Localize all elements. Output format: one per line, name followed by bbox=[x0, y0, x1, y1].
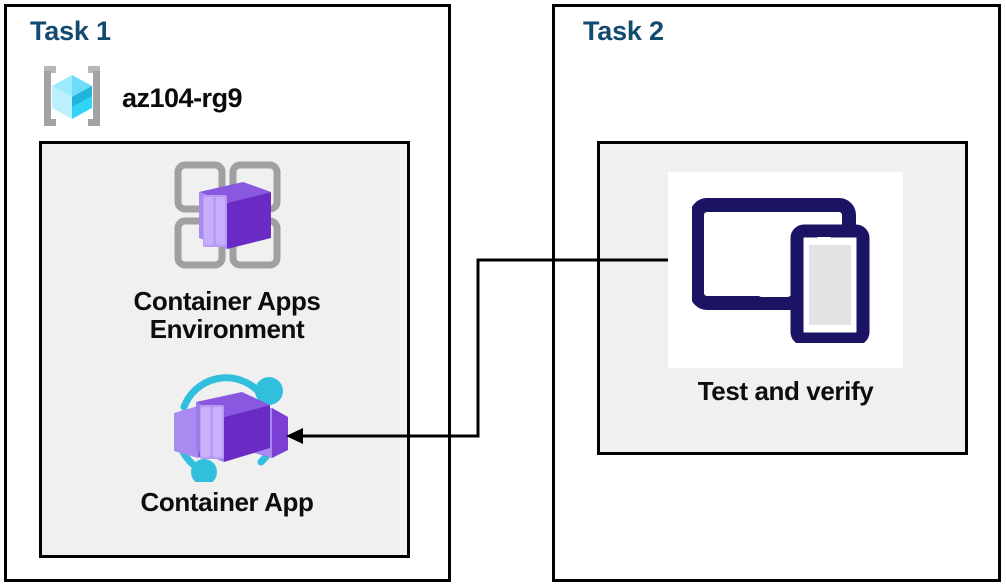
test-and-verify-devices-icon bbox=[689, 193, 880, 348]
task-1-title: Task 1 bbox=[30, 16, 111, 46]
test-and-verify-icon-backdrop bbox=[668, 172, 903, 368]
test-and-verify-block: Test and verify bbox=[668, 172, 903, 406]
container-app-block: Container App bbox=[102, 372, 352, 517]
container-apps-environment-label: Container Apps Environment bbox=[133, 286, 321, 344]
container-apps-environment-block: Container Apps Environment bbox=[102, 159, 352, 344]
container-app-icon bbox=[162, 372, 292, 487]
container-apps-environment-icon bbox=[163, 159, 291, 282]
resource-group-label: az104-rg9 bbox=[122, 83, 243, 113]
task-1-inner-box: Container Apps Environment bbox=[39, 141, 410, 558]
test-and-verify-label: Test and verify bbox=[697, 376, 874, 406]
azure-resource-group-icon bbox=[34, 58, 110, 139]
container-app-label: Container App bbox=[140, 487, 314, 517]
task-2-title: Task 2 bbox=[583, 16, 664, 46]
resource-group-row: az104-rg9 bbox=[34, 58, 243, 139]
task-2-inner-box: Test and verify bbox=[597, 141, 968, 455]
